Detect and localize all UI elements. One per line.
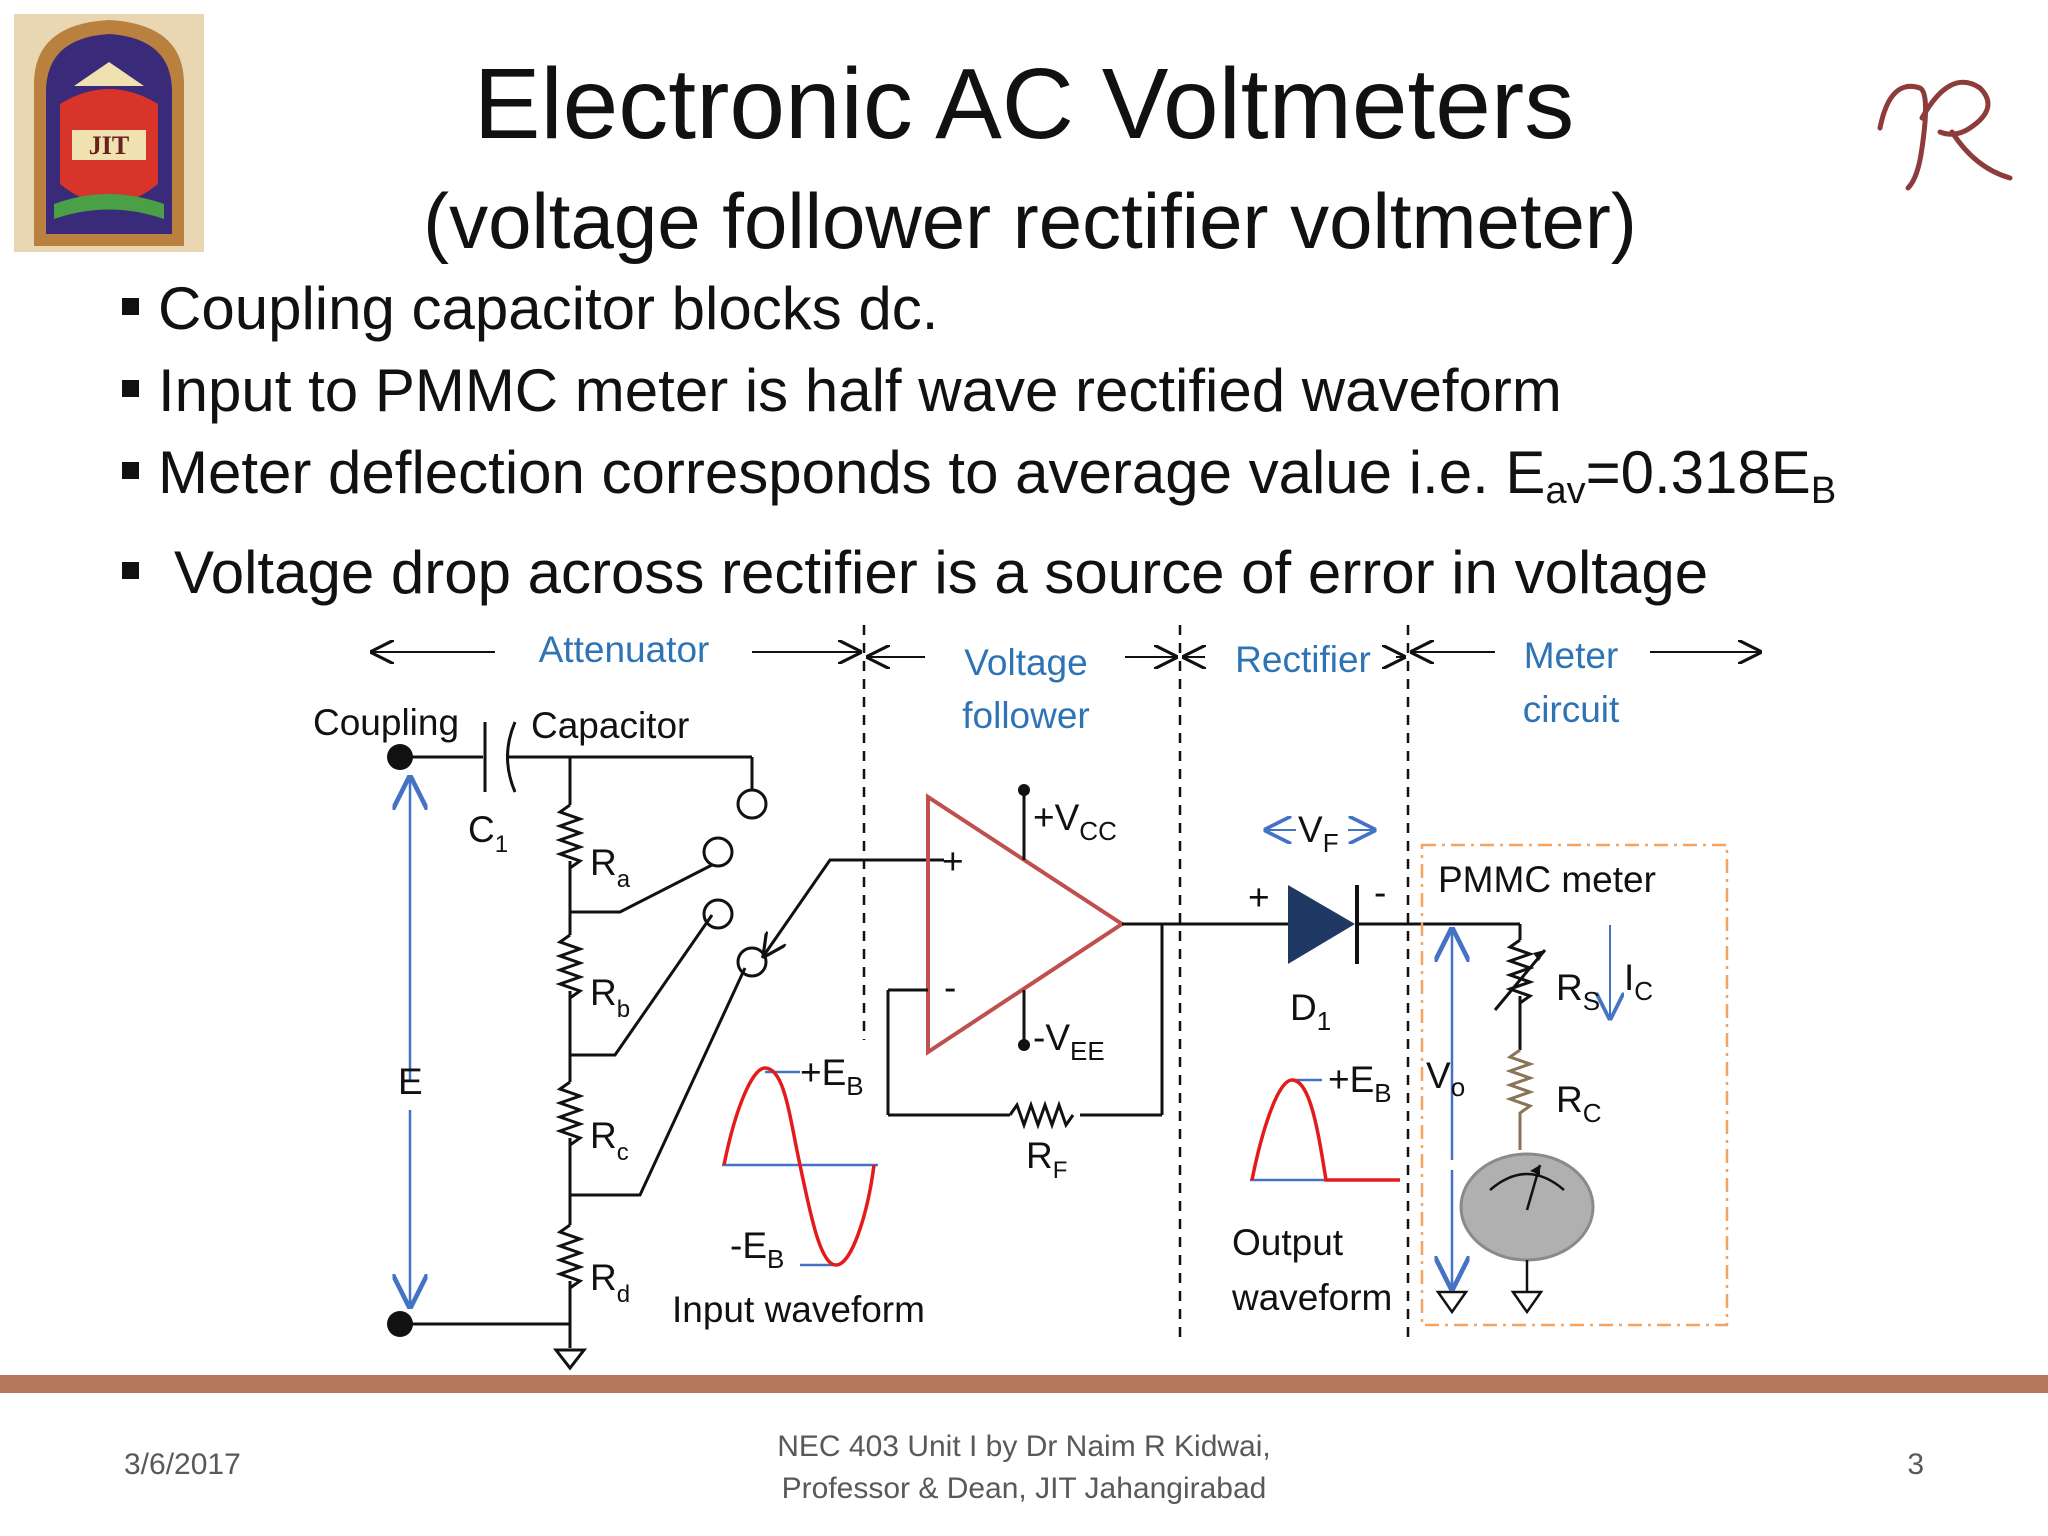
svg-text:D1: D1 bbox=[1290, 987, 1331, 1036]
opamp-wiring bbox=[886, 790, 1290, 1130]
bullet-item: Coupling capacitor blocks dc. bbox=[122, 268, 1836, 350]
college-logo: JIT bbox=[14, 14, 204, 252]
output-waveform-labels: +EB Output waveform bbox=[1231, 1059, 1392, 1318]
svg-text:-EB: -EB bbox=[730, 1225, 784, 1274]
svg-text:+: + bbox=[1248, 877, 1270, 918]
svg-text:Output: Output bbox=[1232, 1222, 1344, 1263]
footer-credit: NEC 403 Unit I by Dr Naim R Kidwai, Prof… bbox=[777, 1430, 1271, 1505]
section-labels: Attenuator Voltage follower Rectifier Me… bbox=[539, 629, 1620, 736]
svg-text:RF: RF bbox=[1026, 1135, 1067, 1184]
section-rectifier: Rectifier bbox=[1235, 639, 1371, 680]
output-waveform bbox=[1250, 1078, 1400, 1182]
section-attenuator: Attenuator bbox=[539, 629, 710, 670]
svg-text:C1: C1 bbox=[468, 809, 508, 858]
square-bullet-icon bbox=[122, 380, 139, 397]
input-waveform bbox=[722, 1066, 878, 1267]
square-bullet-icon bbox=[122, 462, 139, 479]
svg-text:-: - bbox=[944, 967, 956, 1008]
svg-text:+EB: +EB bbox=[800, 1052, 864, 1101]
footer-date: 3/6/2017 bbox=[124, 1448, 241, 1481]
bullet-item: Meter deflection corresponds to average … bbox=[122, 432, 1836, 532]
opamp-labels: + - +VCC -VEE RF bbox=[942, 797, 1117, 1184]
footer-divider bbox=[0, 1375, 2048, 1393]
svg-text:Rc: Rc bbox=[590, 1115, 629, 1166]
input-terminal-top bbox=[387, 744, 413, 770]
slide-title: Electronic AC Voltmeters bbox=[473, 48, 1575, 160]
bullet-item: Voltage drop across rectifier is a sourc… bbox=[122, 532, 1836, 614]
circuit-diagram: Attenuator Voltage follower Rectifier Me… bbox=[313, 625, 2048, 1371]
svg-text:circuit: circuit bbox=[1523, 689, 1620, 730]
svg-text:RC: RC bbox=[1556, 1079, 1602, 1128]
svg-text:-: - bbox=[1374, 872, 1386, 913]
bullet-list: Coupling capacitor blocks dc. Input to P… bbox=[122, 268, 1836, 614]
e-label: E bbox=[398, 1061, 423, 1102]
svg-text:Rd: Rd bbox=[590, 1257, 630, 1308]
meter-wiring bbox=[1493, 924, 1547, 1050]
svg-text:-VEE: -VEE bbox=[1033, 1017, 1105, 1066]
input-waveform-label: Input waveform bbox=[672, 1289, 925, 1330]
monogram-logo: NR bbox=[1877, 79, 2013, 191]
section-arrows bbox=[372, 652, 1760, 657]
pmmc-meter-dial bbox=[1459, 1152, 1595, 1262]
svg-text:+VCC: +VCC bbox=[1033, 797, 1117, 846]
ground-symbols bbox=[1435, 1260, 1544, 1315]
input-waveform-labels: +EB -EB Input waveform bbox=[672, 1052, 925, 1330]
svg-text:+: + bbox=[942, 841, 964, 882]
meter-labels: PMMC meter RS IC RC Vo bbox=[1426, 859, 1656, 1128]
logo-text: JIT bbox=[89, 131, 129, 160]
square-bullet-icon bbox=[122, 298, 139, 315]
input-network bbox=[400, 721, 944, 1371]
diode-d1 bbox=[1288, 885, 1520, 964]
svg-text:RS: RS bbox=[1556, 967, 1600, 1016]
pmmc-meter-label: PMMC meter bbox=[1438, 859, 1656, 900]
attenuator-labels: Coupling Capacitor C1 Ra Rb Rc Rd E bbox=[313, 702, 689, 1308]
pmmc-meter-box bbox=[1420, 843, 1729, 1327]
input-terminal-bottom bbox=[387, 1311, 413, 1337]
section-dividers bbox=[862, 625, 1410, 1340]
opamp-symbol bbox=[926, 793, 1126, 1056]
svg-text:IC: IC bbox=[1624, 957, 1653, 1006]
svg-text:Ra: Ra bbox=[590, 842, 631, 893]
rectifier-labels: VF + - D1 bbox=[1248, 809, 1386, 1036]
page-number: 3 bbox=[1907, 1448, 1924, 1481]
slide-subtitle: (voltage follower rectifier voltmeter) bbox=[423, 177, 1637, 265]
square-bullet-icon bbox=[122, 562, 139, 579]
svg-text:Vo: Vo bbox=[1426, 1055, 1465, 1102]
svg-text:follower: follower bbox=[962, 695, 1090, 736]
section-meter-circuit: Meter bbox=[1524, 635, 1619, 676]
svg-text:Rb: Rb bbox=[590, 972, 630, 1023]
section-voltage-follower: Voltage bbox=[964, 642, 1087, 683]
svg-text:VF: VF bbox=[1298, 809, 1339, 858]
svg-text:+EB: +EB bbox=[1328, 1059, 1392, 1108]
coupling-label: Coupling bbox=[313, 702, 459, 743]
svg-text:waveform: waveform bbox=[1231, 1277, 1392, 1318]
capacitor-label: Capacitor bbox=[531, 705, 689, 746]
bullet-item: Input to PMMC meter is half wave rectifi… bbox=[122, 350, 1836, 432]
